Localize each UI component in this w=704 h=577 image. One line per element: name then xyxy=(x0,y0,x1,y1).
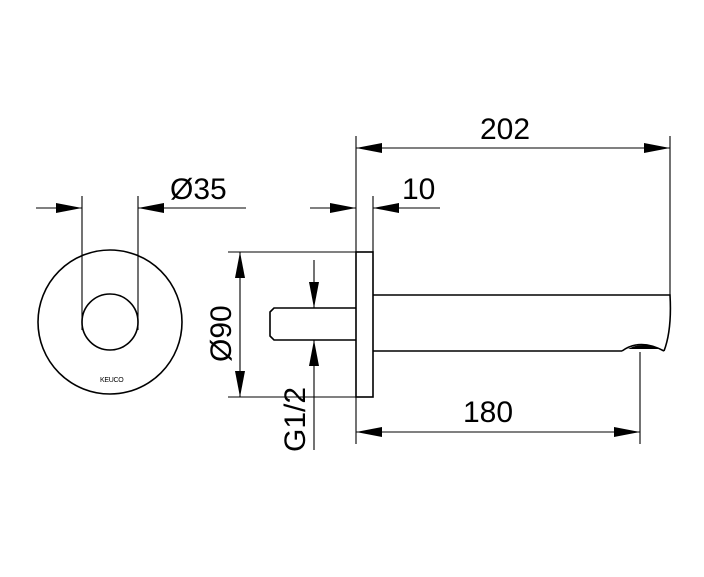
dimension-rosette-inner-diameter: Ø35 xyxy=(36,173,246,330)
spout-tube-top xyxy=(373,294,672,352)
rosette-outer-circle xyxy=(37,249,183,395)
spout-outlet-opening xyxy=(628,345,660,349)
arrowhead xyxy=(235,371,245,397)
arrowhead xyxy=(373,203,399,213)
arrowhead xyxy=(138,203,164,213)
dimension-rosette-outer-diameter: Ø90 xyxy=(205,251,356,398)
arrowhead xyxy=(356,143,382,153)
dimension-label-180: 180 xyxy=(463,396,513,429)
dimension-flange-thickness: 10 xyxy=(310,173,440,252)
dimension-label-d90: Ø90 xyxy=(205,305,238,362)
thread-connector xyxy=(269,307,356,341)
rosette-inner-circle xyxy=(81,293,139,351)
arrowhead xyxy=(309,340,319,366)
arrowhead xyxy=(644,143,670,153)
spout-outlet xyxy=(621,343,665,352)
arrowhead xyxy=(356,427,382,437)
arrowhead xyxy=(56,203,82,213)
arrowhead xyxy=(614,427,640,437)
rosette-front-view: KEUCO xyxy=(37,249,183,395)
dimension-spout-projection: 180 xyxy=(355,352,641,444)
dimension-label-d35: Ø35 xyxy=(170,173,227,206)
dimension-label-10: 10 xyxy=(402,173,435,206)
arrowhead xyxy=(330,203,356,213)
flange-plate xyxy=(355,251,374,398)
dimension-label-202: 202 xyxy=(480,113,530,146)
dimension-label-g1-2: G1/2 xyxy=(279,387,312,452)
rosette-brand-mark: KEUCO xyxy=(100,377,124,384)
arrowhead xyxy=(235,252,245,278)
dimension-thread: G1/2 xyxy=(279,260,319,452)
spout-side-view xyxy=(269,251,672,398)
dimension-overall-length: 202 xyxy=(355,113,671,295)
arrowhead xyxy=(309,282,319,308)
